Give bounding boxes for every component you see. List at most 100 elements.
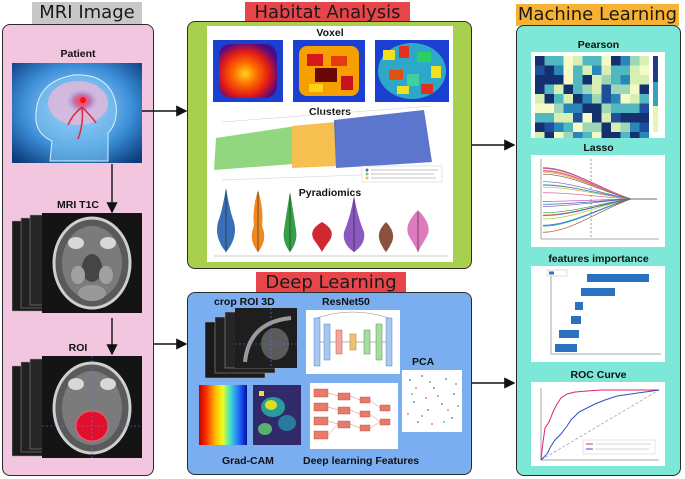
pearson-cell: [554, 132, 564, 138]
pearson-cell: [611, 84, 621, 94]
pearson-cell: [535, 132, 545, 138]
pearson-cell: [639, 65, 649, 75]
voxel-heatmaps: [213, 40, 449, 102]
pearson-cell: [592, 65, 602, 75]
lasso-path: [542, 198, 657, 233]
pearson-cell: [611, 56, 621, 66]
pearson-cell: [563, 132, 573, 138]
pearson-cell: [535, 94, 545, 104]
mri-header: MRI Image: [32, 2, 142, 24]
pearson-cell: [554, 84, 564, 94]
resnet-diagram: [306, 310, 400, 374]
pearson-cell: [639, 113, 649, 123]
pearson-cell: [544, 132, 554, 138]
roi-label: ROI: [68, 342, 88, 354]
pearson-cell: [535, 103, 545, 113]
pearson-cell: [620, 94, 630, 104]
pearson-cell: [554, 65, 564, 75]
pearson-cell: [611, 103, 621, 113]
pearson-cell: [601, 94, 611, 104]
resnet-label: ResNet50: [322, 296, 370, 308]
pearson-cell: [630, 75, 640, 85]
pearson-cell: [582, 56, 592, 66]
crop-roi-label: crop ROI 3D: [214, 296, 275, 308]
pearson-cell: [535, 84, 545, 94]
pearson-cell: [582, 132, 592, 138]
pearson-cell: [563, 84, 573, 94]
roc-curve: [531, 382, 665, 466]
pearson-cell: [639, 132, 649, 138]
pearson-cell: [573, 84, 583, 94]
pyradiomics-label: Pyradiomics: [298, 187, 362, 199]
pearson-cell: [630, 94, 640, 104]
pearson-cell: [573, 103, 583, 113]
pearson-cell: [639, 75, 649, 85]
pearson-cell: [630, 56, 640, 66]
pearson-cell: [620, 113, 630, 123]
pearson-cell: [563, 103, 573, 113]
pearson-cell: [544, 75, 554, 85]
clusters-label: Clusters: [308, 106, 351, 118]
pearson-cell: [573, 75, 583, 85]
pearson-cell: [535, 122, 545, 132]
pearson-cell: [573, 132, 583, 138]
lasso-label: Lasso: [583, 142, 614, 154]
pearson-label: Pearson: [577, 39, 620, 51]
crop-roi-stack: [205, 308, 297, 379]
pearson-heatmap: [531, 52, 665, 138]
pearson-cell: [544, 56, 554, 66]
lasso-paths: [531, 155, 665, 247]
pearson-cell: [582, 103, 592, 113]
pearson-cell: [639, 122, 649, 132]
pearson-cell: [620, 122, 630, 132]
pearson-cell: [563, 56, 573, 66]
pearson-cell: [554, 103, 564, 113]
pearson-cell: [620, 65, 630, 75]
gradcam-label: Grad-CAM: [222, 455, 274, 467]
pearson-cell: [554, 56, 564, 66]
pearson-cell: [554, 94, 564, 104]
clusters-scatter: [214, 105, 443, 183]
pearson-cell: [611, 122, 621, 132]
pearson-cell: [563, 75, 573, 85]
pca-label: PCA: [412, 356, 435, 368]
roc-label: ROC Curve: [570, 369, 627, 381]
features-importance-label: features importance: [548, 253, 649, 265]
patient-head-image: [12, 63, 142, 163]
voxel-label: Voxel: [316, 27, 344, 39]
pearson-cell: [630, 65, 640, 75]
pearson-cell: [611, 75, 621, 85]
pearson-cell: [611, 113, 621, 123]
pearson-cell: [639, 56, 649, 66]
pearson-cell: [573, 65, 583, 75]
pearson-cell: [601, 113, 611, 123]
pearson-cell: [544, 113, 554, 123]
pearson-cell: [630, 84, 640, 94]
pearson-cell: [554, 122, 564, 132]
pearson-cell: [592, 75, 602, 85]
pearson-cell: [620, 103, 630, 113]
pearson-cell: [601, 56, 611, 66]
lasso-path: [542, 198, 657, 207]
pearson-cell: [544, 94, 554, 104]
pearson-cell: [639, 94, 649, 104]
pearson-cell: [592, 113, 602, 123]
pearson-cell: [620, 56, 630, 66]
pearson-cell: [601, 132, 611, 138]
pyradiomics-violins: [214, 188, 448, 257]
pearson-cell: [582, 122, 592, 132]
deep-header: Deep Learning: [256, 272, 406, 294]
pearson-cell: [554, 75, 564, 85]
pearson-cell: [620, 75, 630, 85]
pearson-cell: [630, 122, 640, 132]
features-importance-bars: [531, 266, 665, 362]
roi-stack: [12, 356, 142, 458]
pearson-cell: [582, 94, 592, 104]
pearson-cell: [535, 75, 545, 85]
mri-t1c-label: MRI T1C: [57, 199, 99, 211]
pearson-cell: [639, 84, 649, 94]
pearson-cell: [582, 84, 592, 94]
pearson-cell: [592, 84, 602, 94]
pearson-cell: [573, 122, 583, 132]
